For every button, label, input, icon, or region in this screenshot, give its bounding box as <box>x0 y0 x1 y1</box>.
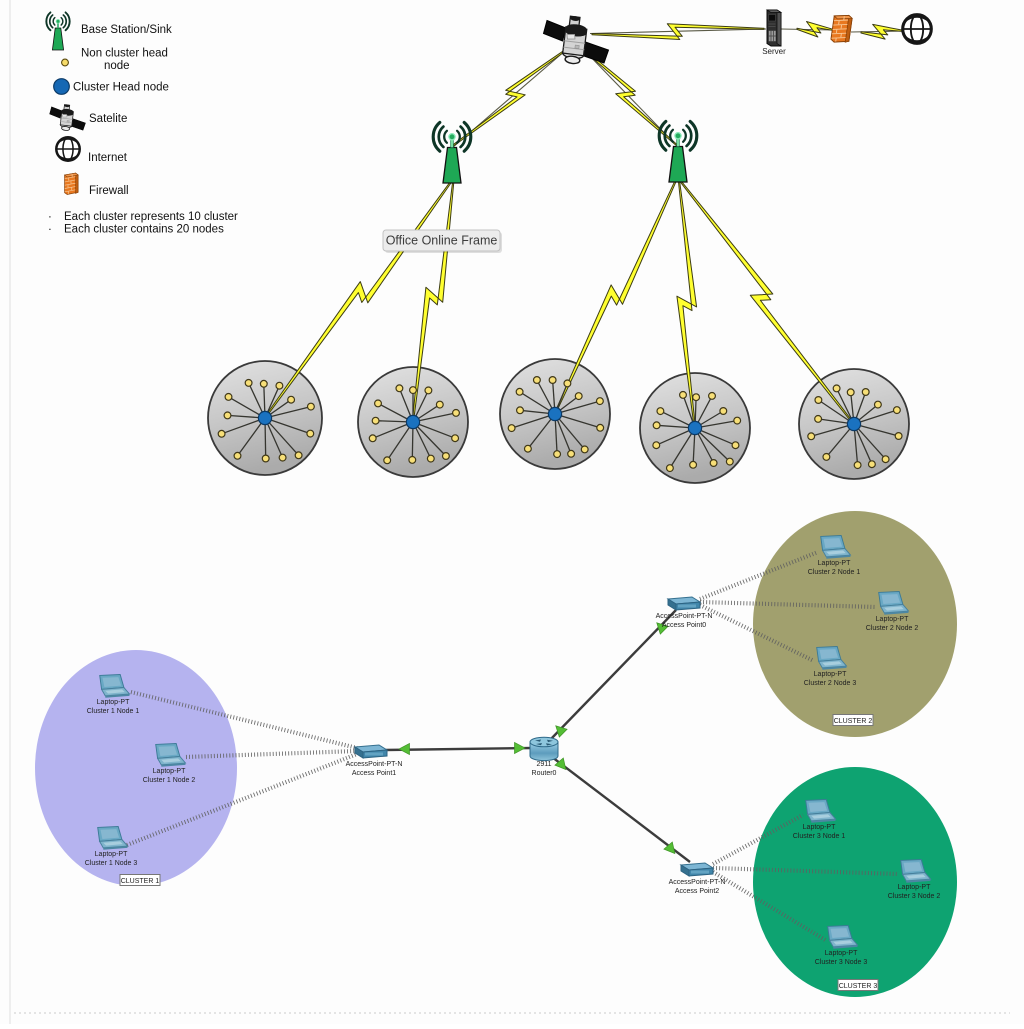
svg-text:Server: Server <box>762 47 786 56</box>
svg-text:Laptop-PT: Laptop-PT <box>803 824 836 831</box>
svg-text:·: · <box>48 224 52 236</box>
svg-text:Satelite: Satelite <box>89 113 127 125</box>
svg-text:Access Point1: Access Point1 <box>352 770 396 777</box>
svg-text:Each cluster represents 10 clu: Each cluster represents 10 cluster <box>64 211 238 223</box>
svg-text:2911: 2911 <box>536 761 551 768</box>
svg-text:Router0: Router0 <box>532 770 557 777</box>
svg-text:Laptop-PT: Laptop-PT <box>153 768 186 775</box>
svg-text:Firewall: Firewall <box>89 185 129 197</box>
svg-text:·: · <box>48 211 52 223</box>
svg-text:Laptop-PT: Laptop-PT <box>898 884 931 891</box>
svg-text:Cluster 3 Node 1: Cluster 3 Node 1 <box>793 833 846 840</box>
svg-text:node: node <box>104 60 130 72</box>
svg-text:Laptop-PT: Laptop-PT <box>876 616 909 623</box>
svg-text:Laptop-PT: Laptop-PT <box>825 950 858 957</box>
svg-text:Laptop-PT: Laptop-PT <box>97 699 130 706</box>
svg-text:Laptop-PT: Laptop-PT <box>818 560 851 567</box>
svg-text:CLUSTER 3: CLUSTER 3 <box>839 983 878 990</box>
svg-text:Laptop-PT: Laptop-PT <box>95 851 128 858</box>
svg-text:Laptop-PT: Laptop-PT <box>814 671 847 678</box>
svg-text:Cluster 1 Node 2: Cluster 1 Node 2 <box>143 777 196 784</box>
svg-text:Access Point0: Access Point0 <box>662 622 706 629</box>
svg-text:Cluster 1 Node 1: Cluster 1 Node 1 <box>87 708 140 715</box>
svg-text:Each cluster contains 20 nodes: Each cluster contains 20 nodes <box>64 224 224 236</box>
svg-text:Cluster 2 Node 2: Cluster 2 Node 2 <box>866 625 919 632</box>
svg-text:Cluster 1 Node 3: Cluster 1 Node 3 <box>85 860 138 867</box>
svg-text:Base Station/Sink: Base Station/Sink <box>81 24 172 36</box>
svg-text:Cluster 3 Node 2: Cluster 3 Node 2 <box>888 893 941 900</box>
svg-text:Cluster 3 Node 3: Cluster 3 Node 3 <box>815 959 868 966</box>
svg-text:Internet: Internet <box>88 152 128 164</box>
svg-text:Non cluster head: Non cluster head <box>81 48 168 60</box>
svg-text:Office Online Frame: Office Online Frame <box>386 234 498 248</box>
svg-text:Cluster Head node: Cluster Head node <box>73 82 169 94</box>
svg-text:CLUSTER 1: CLUSTER 1 <box>121 878 160 885</box>
svg-text:AccessPoint-PT-N: AccessPoint-PT-N <box>669 879 726 886</box>
svg-text:AccessPoint-PT-N: AccessPoint-PT-N <box>656 613 713 620</box>
svg-text:AccessPoint-PT-N: AccessPoint-PT-N <box>346 761 403 768</box>
svg-text:Cluster 2 Node 1: Cluster 2 Node 1 <box>808 569 861 576</box>
svg-text:Cluster 2 Node 3: Cluster 2 Node 3 <box>804 680 857 687</box>
svg-text:CLUSTER 2: CLUSTER 2 <box>834 718 873 725</box>
svg-text:Access Point2: Access Point2 <box>675 888 719 895</box>
